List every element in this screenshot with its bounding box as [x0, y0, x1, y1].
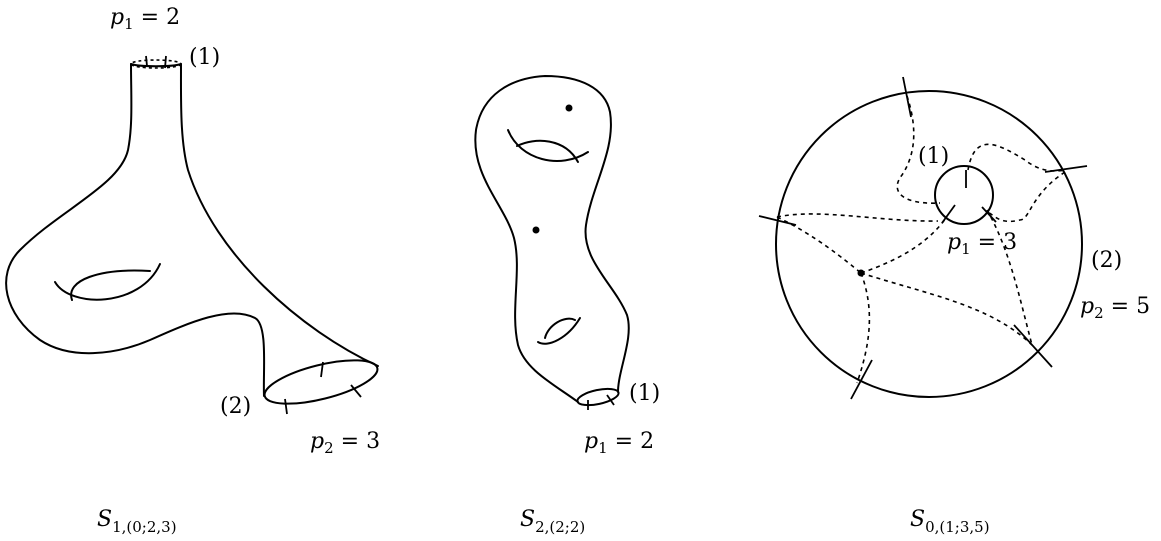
surface-s2-boundary-marks [587, 394, 615, 410]
surface-s2: (1) p1 = 2 S2,(2;2) [474, 75, 660, 536]
surface-s2-boundary [576, 387, 620, 407]
s2-caption: S2,(2;2) [520, 507, 585, 536]
s1-b2-label: (2) [220, 394, 251, 419]
surface-s2-handle-1-lower [507, 129, 589, 162]
surface-s2-marked-point-1 [565, 104, 573, 112]
s0-b1-p: p1 = 3 [947, 230, 1017, 258]
surface-s0-inner-boundary [934, 165, 994, 225]
surface-s2-outline [474, 75, 630, 403]
s0-b2-label: (2) [1091, 248, 1122, 273]
s0-b2-p: p2 = 5 [1080, 294, 1150, 322]
s0-b1-label: (1) [918, 144, 949, 169]
surface-s2-handle-1-upper [516, 139, 579, 163]
surface-s0-inner-marks [941, 170, 997, 224]
s2-b1-p: p1 = 2 [584, 429, 654, 457]
surface-s1-top-marks [145, 55, 167, 69]
surface-s0-outer-boundary [775, 90, 1083, 398]
surface-s1-outline [5, 63, 379, 397]
s1-caption: S1,(0;2,3) [97, 507, 177, 536]
surface-s2-handle-2-lower [537, 317, 581, 345]
surface-s1-bottom-boundary [263, 359, 379, 405]
surface-s0-arcs [776, 95, 1066, 384]
surface-s1-top-boundary-front [130, 63, 182, 68]
s1-b1-label: (1) [189, 45, 220, 70]
surface-s1-handle-upper [70, 269, 151, 301]
surface-s0: (1) p1 = 3 (2) p2 = 5 S0,(1;3,5) [758, 76, 1150, 536]
surface-s1: (1) p1 = 2 (2) p2 = 3 S1,(0;2,3) [5, 5, 380, 536]
s2-b1-label: (1) [629, 381, 660, 406]
s0-caption: S0,(1;3,5) [910, 507, 990, 536]
s1-b2-p: p2 = 3 [310, 429, 380, 457]
surface-s1-handle-lower [54, 263, 161, 301]
surface-s2-marked-point-2 [532, 226, 540, 234]
surface-s0-outer-marks [758, 76, 1088, 400]
s1-b1-p: p1 = 2 [110, 5, 180, 33]
surface-s2-handle-2-upper [544, 317, 576, 339]
surface-s1-bottom-marks [284, 361, 362, 415]
